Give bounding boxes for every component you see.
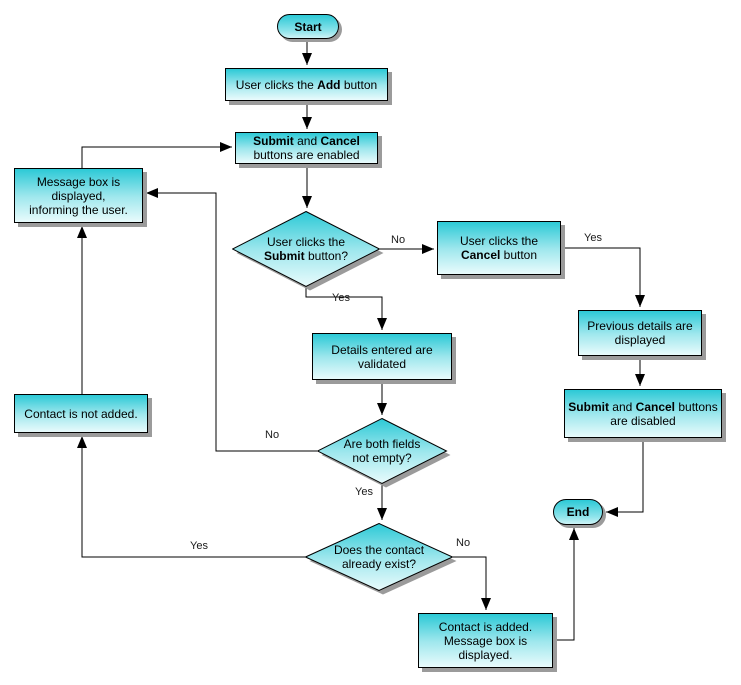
node-text: User clicks the [459,234,539,248]
node-contact-not-added: Contact is not added. [14,394,148,433]
diamond-shape [232,211,384,291]
edge-label-exists-yes: Yes [190,540,208,552]
node-contact-added: Contact is added. Message box is display… [418,613,553,668]
node-user-clicks-add: User clicks the Add button [225,68,388,101]
node-text: displayed, [51,188,106,203]
edge-message-box-to-enabled [81,142,232,168]
node-buttons-enabled: Submit and Cancel buttons are enabled [235,132,378,164]
node-text: Cancel button [460,248,538,262]
edge-label-fields-yes: Yes [355,486,373,498]
node-text: validated [357,356,407,371]
edge-disabled-to-end [606,438,644,517]
diamond-shape [317,418,451,488]
node-text: displayed [614,333,666,347]
node-text: Message box is [36,174,121,189]
node-fields-question: Are both fields not empty? [317,418,452,489]
node-details-validated: Details entered are validated [312,333,452,380]
edge-label-cancel-yes: Yes [584,232,602,244]
node-text: are disabled [610,413,676,428]
edge-cancel-to-previous [561,247,645,307]
node-start: Start [277,14,339,39]
node-submit-question: User clicks the Submit button? [232,211,385,292]
node-end: End [553,499,603,525]
node-text: Does the contact already exist? [333,543,425,571]
node-text: Are both fields not empty? [343,437,421,465]
edge-contact-added-to-end [553,528,579,641]
node-text: Previous details are [587,319,693,333]
edge-exists-yes-to-contact-not-added [77,436,305,558]
node-text: Submit and Cancel buttons [568,399,718,414]
edge-label-submit-no: No [391,234,406,246]
node-text: informing the user. [29,202,128,217]
node-text: Contact is added. [438,619,533,634]
edge-label-exists-no: No [456,537,471,549]
node-exists-question: Does the contact already exist? [305,523,458,596]
node-end-label: End [566,505,590,519]
node-text: Submit and Cancel [253,134,360,148]
node-text: User clicks the Submit button? [263,235,349,263]
node-text: buttons are enabled [253,148,360,162]
edge-label-submit-yes: Yes [332,292,350,304]
diamond-shape [305,523,457,595]
node-previous-details: Previous details are displayed [578,310,702,356]
node-text: Details entered are [331,342,433,357]
node-message-box: Message box is displayed, informing the … [14,168,143,223]
node-cancel-clicked: User clicks the Cancel button [437,221,561,275]
node-text: Contact is not added. [24,406,138,421]
node-text: displayed. [458,647,513,662]
node-start-label: Start [294,19,322,34]
edge-label-fields-no: No [265,429,280,441]
node-buttons-disabled: Submit and Cancel buttons are disabled [564,389,722,438]
node-text: Message box is [443,633,528,648]
node-text: User clicks the Add button [235,77,378,92]
